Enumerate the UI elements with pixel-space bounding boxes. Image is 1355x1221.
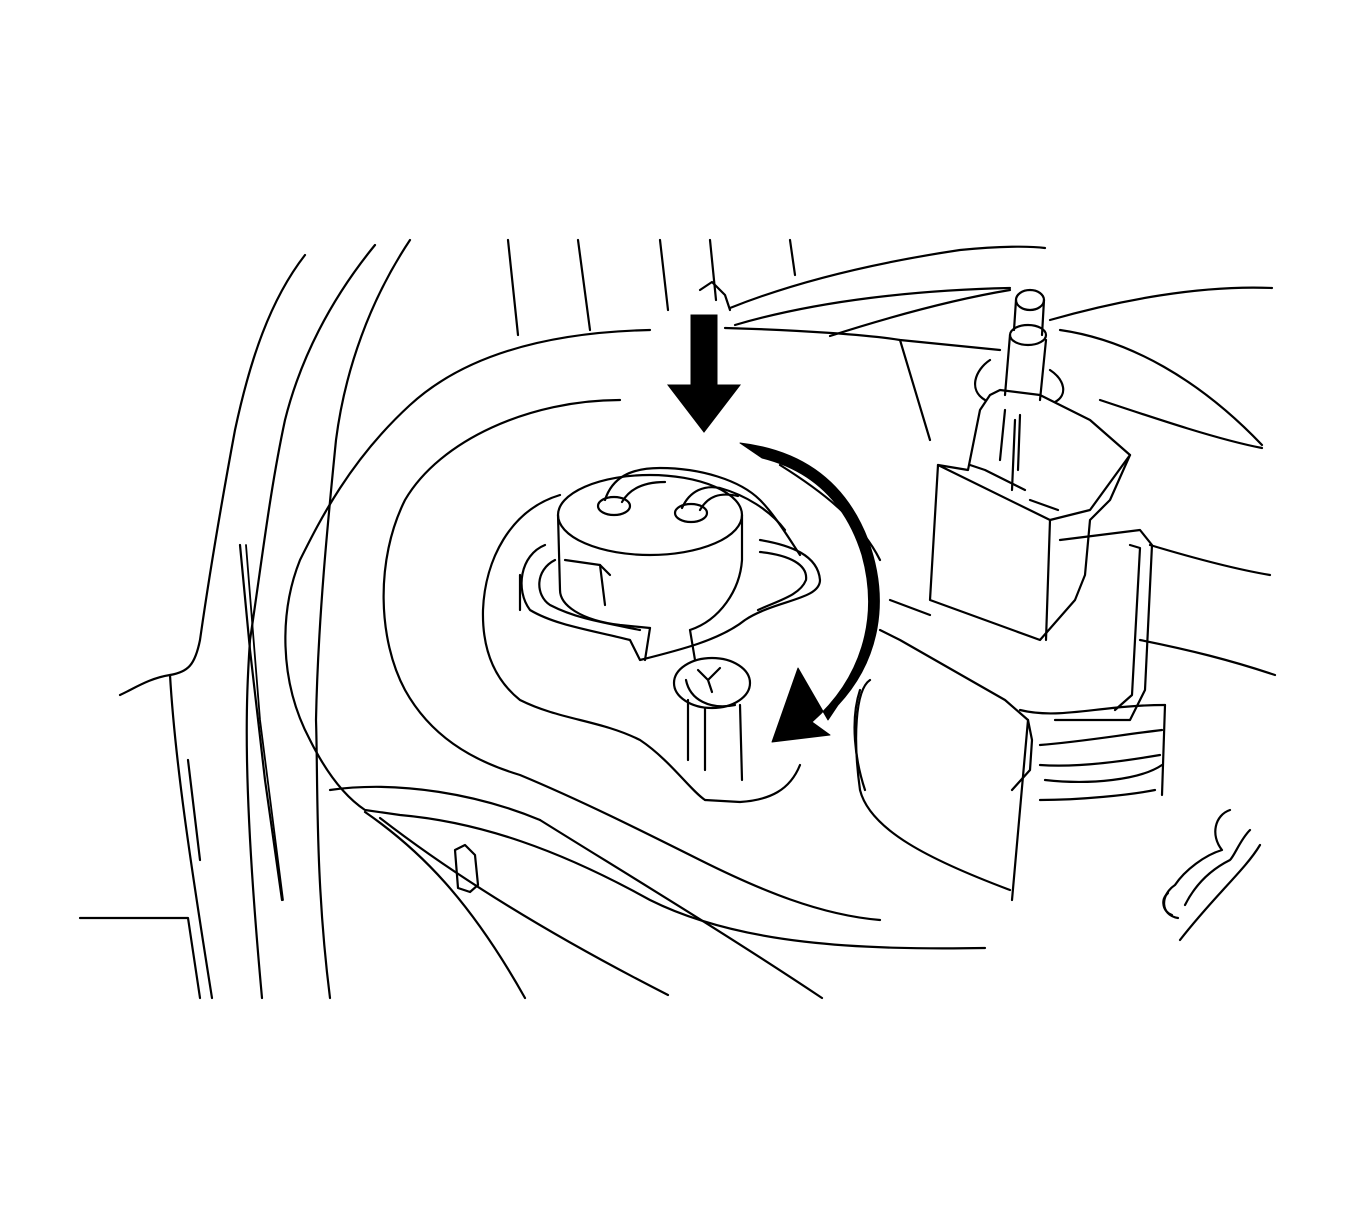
bulb-socket <box>556 466 802 662</box>
rotate-counterclockwise-arrow-icon <box>739 442 880 743</box>
socket-base-plate <box>518 538 822 662</box>
mounting-screw-icon <box>672 656 752 782</box>
upper-body-structure <box>506 238 1277 677</box>
push-down-arrow-icon <box>666 314 742 433</box>
lamp-housing-flange <box>284 328 987 1000</box>
socket-recess <box>481 463 882 804</box>
wiring-connector <box>855 288 1167 902</box>
left-body-panel <box>78 238 412 1000</box>
harness-clip <box>1162 808 1262 942</box>
